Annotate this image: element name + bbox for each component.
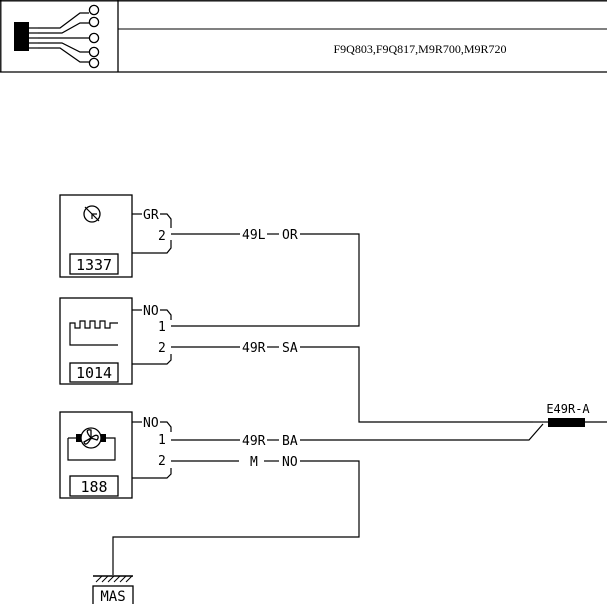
component-1014-label: 1014	[76, 364, 112, 382]
wire-1014-pin2[interactable]: 49R SA	[171, 341, 533, 423]
wire-188-pin1[interactable]: 49R BA	[171, 423, 544, 449]
wire-188-id: 49R	[242, 434, 266, 449]
wire-188-color: BA	[282, 434, 298, 449]
wiring-connector-icon	[14, 4, 100, 69]
component-188-pin-1: 1	[158, 433, 166, 448]
header: F9Q803,F9Q817,M9R700,M9R720	[0, 0, 607, 73]
connector-label: E49R-A	[546, 402, 590, 416]
wire-188-id-2: M	[250, 455, 258, 470]
component-1014-wire-color: NO	[143, 304, 159, 319]
component-1337-wire-color: GR	[143, 208, 159, 223]
ground-mas[interactable]: MAS	[92, 575, 134, 604]
wire-1337-id: 49L	[242, 228, 266, 243]
wire-188-pin2[interactable]: M NO	[112, 455, 360, 575]
wire-1014-color: SA	[282, 341, 298, 356]
ground-label: MAS	[100, 589, 125, 604]
component-1337[interactable]: 1337 GR 2	[59, 194, 172, 278]
component-188-wire-color: NO	[143, 416, 159, 431]
wire-1014-id: 49R	[242, 341, 266, 356]
component-188-label: 188	[80, 478, 107, 496]
component-1014-pin-1: 1	[158, 320, 166, 335]
component-188[interactable]: 188 NO 1 2	[59, 411, 172, 499]
wire-1337-color: OR	[282, 228, 298, 243]
component-1337-label: 1337	[76, 256, 112, 274]
component-188-pin-2: 2	[158, 454, 166, 469]
fan-motor-icon	[67, 427, 116, 461]
wire-1337-pin2[interactable]: 49L OR	[171, 228, 360, 327]
component-1014-pin-2: 2	[158, 341, 166, 356]
component-1014[interactable]: 1014 NO 1 2	[59, 297, 172, 385]
pulse-signal-icon	[69, 320, 118, 346]
sensor-symbol-icon	[83, 205, 101, 223]
engine-codes: F9Q803,F9Q817,M9R700,M9R720	[333, 42, 506, 56]
wire-188-color-2: NO	[282, 455, 298, 470]
connector-e49r-a[interactable]: E49R-A	[533, 402, 607, 427]
component-1337-pin-2: 2	[158, 229, 166, 244]
